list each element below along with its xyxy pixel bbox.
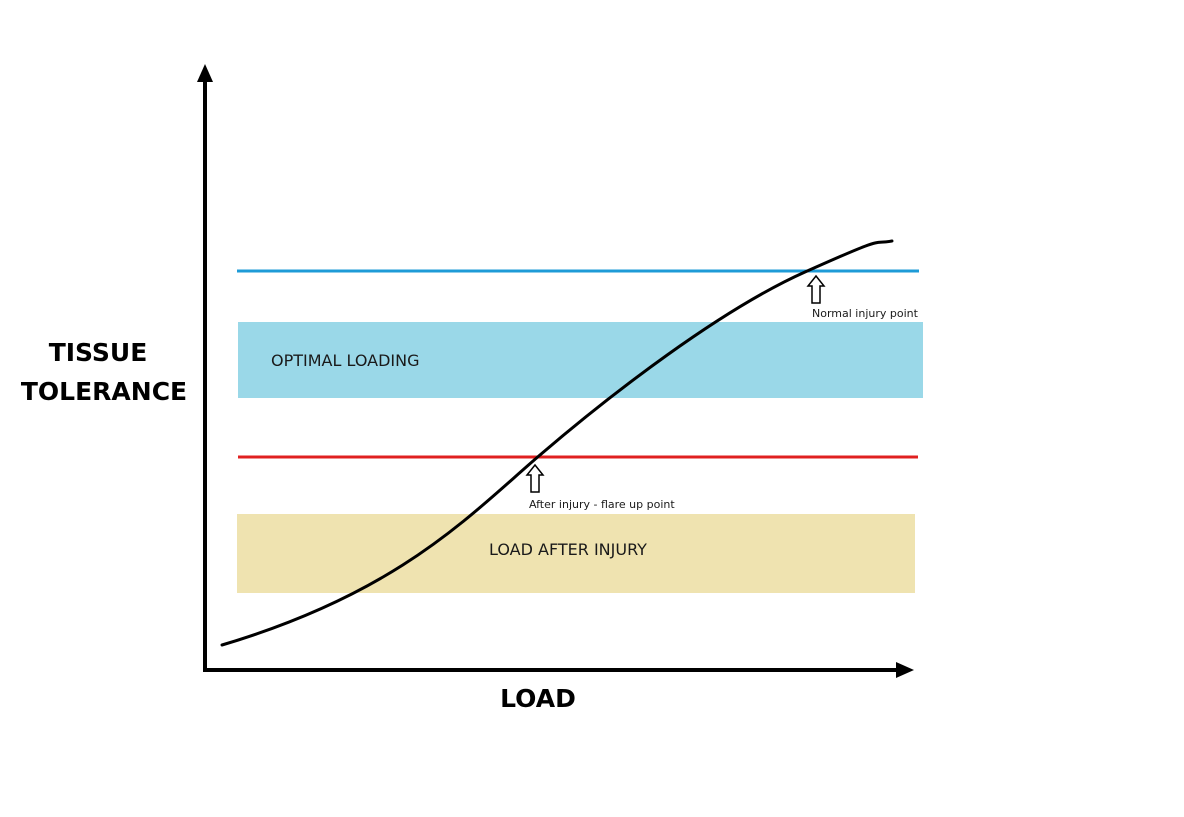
optimal-loading-label: OPTIMAL LOADING — [271, 351, 420, 370]
x-axis-arrow-icon — [896, 662, 914, 678]
y-axis-arrow-icon — [197, 64, 213, 82]
normal-injury-point-label: Normal injury point — [812, 307, 919, 320]
load-after-injury-band — [237, 514, 915, 593]
optimal-loading-band — [238, 322, 923, 398]
normal-injury-point-arrow-icon — [806, 274, 826, 304]
tissue-tolerance-curve — [220, 239, 894, 647]
flare-up-point-label: After injury - flare up point — [529, 498, 675, 511]
load-after-injury-label: LOAD AFTER INJURY — [489, 540, 647, 559]
flare-up-point-arrow-icon — [525, 463, 545, 493]
x-axis-title: LOAD — [500, 684, 576, 713]
y-axis-title-line2: TOLERANCE — [21, 377, 187, 406]
y-axis-title-line1: TISSUE — [49, 338, 148, 367]
